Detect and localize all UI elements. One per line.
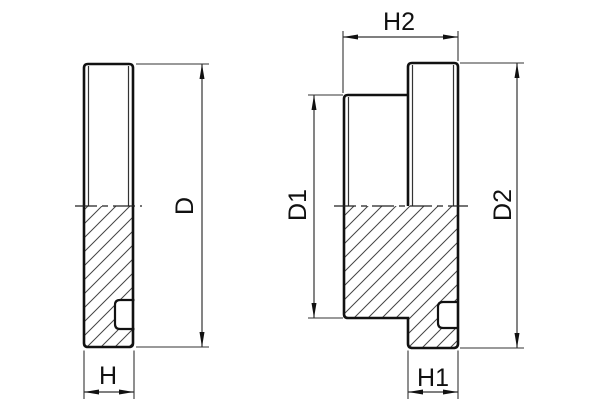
dimension-H1-label: H1 [417,364,449,392]
dimension-D2-label: D2 [489,189,517,221]
right-view: H2 D1 D2 H1 [284,8,524,399]
dimension-H-label: H [99,362,117,390]
left-part-upper-outline [82,62,135,206]
left-part-face-groove [113,298,135,331]
dimension-D: D [136,63,209,348]
right-part-section-outline [342,206,460,350]
right-part-large-step-outline [406,61,460,206]
dimension-H2: H2 [342,8,459,93]
left-view: D H [75,62,209,399]
dimension-H2-label: H2 [383,8,415,36]
dimension-D2: D2 [460,62,524,349]
right-part-small-step-outline [342,93,408,206]
dimension-D-label: D [171,197,199,215]
dimension-D1: D1 [284,94,343,319]
right-part-section-hatch [344,206,458,348]
dimension-H: H [83,350,135,399]
left-part-section-outline [82,206,135,349]
dimension-H1: H1 [407,350,459,399]
right-part-face-groove [436,300,459,330]
dimension-D1-label: D1 [284,189,312,221]
